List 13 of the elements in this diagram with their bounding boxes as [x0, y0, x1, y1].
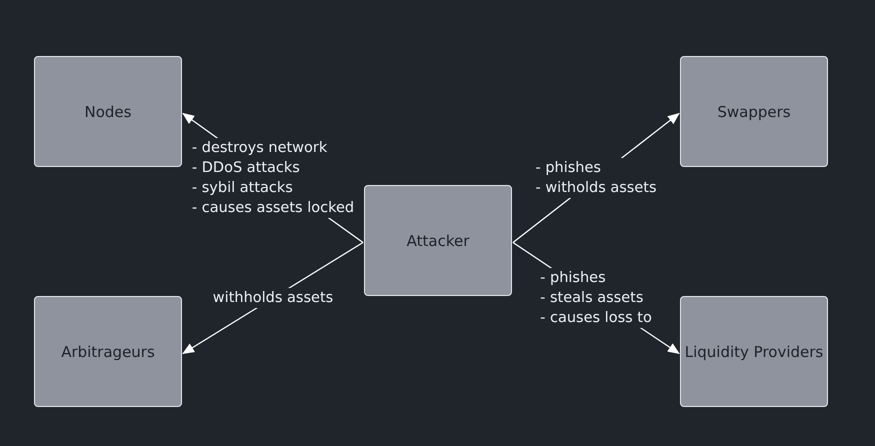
process-box	[34, 296, 182, 407]
node-label: Arbitrageurs	[61, 342, 155, 360]
process-box	[680, 296, 828, 407]
node-label: Liquidity Providers	[684, 342, 824, 360]
edge-label: - phishes - steals assets - causes loss to	[538, 268, 654, 328]
edge-label: - phishes - witholds assets	[533, 158, 659, 198]
edge-label: withholds assets	[210, 288, 336, 308]
process-box	[34, 56, 182, 167]
node-label: Nodes	[84, 102, 132, 120]
node-label: Swappers	[717, 102, 791, 120]
process-box	[364, 185, 512, 296]
process-box	[680, 56, 828, 167]
node-label: Attacker	[406, 232, 470, 250]
